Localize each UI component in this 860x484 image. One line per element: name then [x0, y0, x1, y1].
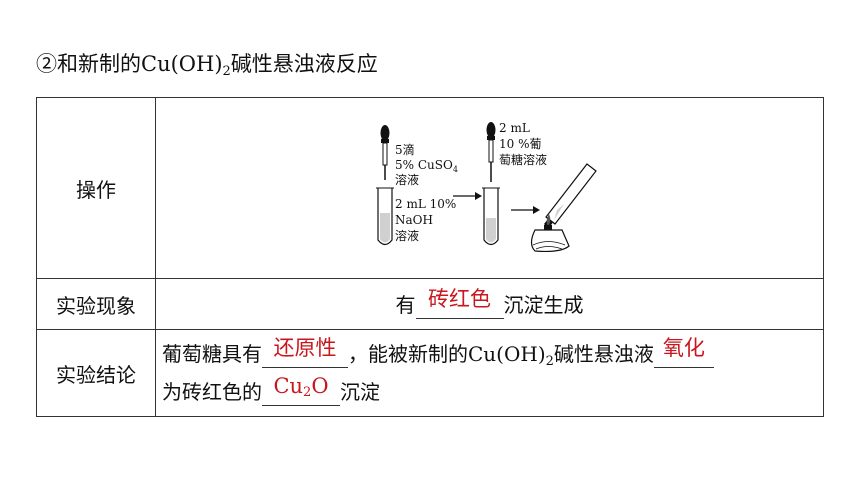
dropper1-text-1: 5滴: [395, 142, 415, 157]
phenomenon-row: 实验现象 有砖红色沉淀生成: [36, 278, 824, 330]
dropper2-text-3: 萄糖溶液: [499, 152, 547, 167]
test-tube-icon: [375, 187, 394, 246]
conclusion-blank-2: 氧化: [653, 336, 714, 368]
conclusion-blank-1: 还原性: [262, 336, 348, 368]
operation-label: 操作: [36, 97, 156, 279]
conclusion-answer-2: 氧化: [662, 336, 705, 360]
arrow-right-icon: [452, 192, 482, 200]
operation-row: 操作 5滴 5% CuSO4 溶液 2 mL 1: [36, 97, 824, 279]
tube1-text-2: NaOH: [395, 213, 433, 227]
arrow-right-icon: [510, 206, 540, 214]
experiment-table: 操作 5滴 5% CuSO4 溶液 2 mL 1: [36, 97, 824, 417]
phenomenon-cell: 有砖红色沉淀生成: [155, 278, 824, 330]
heating-apparatus-icon: [530, 163, 597, 253]
dropper-icon: [380, 125, 389, 180]
dropper1-text-3: 溶液: [395, 172, 419, 187]
dropper2-text-1: 2 mL: [499, 121, 530, 135]
conclusion-label: 实验结论: [36, 329, 156, 417]
phenomenon-blank: 砖红色: [415, 287, 504, 319]
apparatus-figure: 5滴 5% CuSO4 溶液 2 mL 10% NaOH 溶液: [375, 121, 597, 253]
test-tube-icon: [481, 187, 500, 246]
conclusion-blank-3: Cu2O: [262, 374, 340, 406]
phenomenon-text-before: 有: [395, 293, 416, 317]
dropper2-text-2: 10 %葡: [499, 137, 542, 151]
operation-cell: 5滴 5% CuSO4 溶液 2 mL 10% NaOH 溶液: [155, 97, 824, 279]
conclusion-line-1: 葡萄糖具有还原性，能被新制的Cu(OH)2碱性悬浊液氧化: [156, 335, 823, 373]
phenomenon-label: 实验现象: [36, 278, 156, 330]
dropper1-text-2: 5% CuSO4: [395, 158, 458, 174]
conclusion-answer-3: Cu2O: [273, 374, 329, 400]
phenomenon-answer: 砖红色: [428, 287, 491, 311]
dropper-icon: [486, 122, 495, 182]
conclusion-answer-1: 还原性: [273, 336, 337, 360]
section-heading: ②和新制的Cu(OH)2碱性悬浊液反应: [36, 52, 378, 79]
tube1-text-1: 2 mL 10%: [395, 197, 456, 211]
tube1-text-3: 溶液: [395, 228, 419, 243]
phenomenon-text-after: 沉淀生成: [503, 293, 584, 317]
